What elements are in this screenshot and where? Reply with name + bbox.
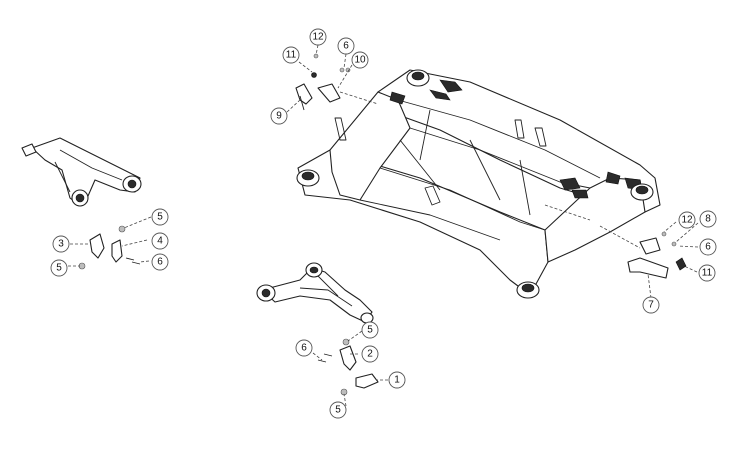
callout-5-mid-bottom: 5 xyxy=(329,401,347,419)
upper-control-arm-left xyxy=(21,137,142,207)
callout-8: 8 xyxy=(699,210,717,228)
callout-6-mid-label: 6 xyxy=(301,343,307,354)
callout-6-top: 6 xyxy=(337,37,355,55)
callout-5-left-top: 5 xyxy=(151,208,169,226)
callout-5-left-bottom: 5 xyxy=(50,259,68,277)
callout-6-right: 6 xyxy=(699,238,717,256)
rear-subframe xyxy=(296,69,661,299)
callout-5-mid-top: 5 xyxy=(361,321,379,339)
callout-7: 7 xyxy=(642,296,660,314)
callout-12-right-label: 12 xyxy=(681,215,693,226)
callout-12-top-label: 12 xyxy=(312,32,324,43)
callout-2: 2 xyxy=(361,345,379,363)
callout-5-left-bottom-label: 5 xyxy=(56,263,62,274)
callout-11-top-label: 11 xyxy=(286,50,297,61)
callout-1-label: 1 xyxy=(394,375,400,386)
callout-4: 4 xyxy=(151,232,169,250)
callout-12-top: 12 xyxy=(309,28,327,46)
callout-10-label: 10 xyxy=(354,55,366,66)
callout-9-label: 9 xyxy=(276,111,282,122)
callout-3: 3 xyxy=(52,235,70,253)
leader-lines xyxy=(68,44,699,407)
callout-10: 10 xyxy=(351,51,369,69)
callout-6-right-label: 6 xyxy=(705,242,711,253)
callout-11-right-label: 11 xyxy=(702,268,713,279)
callout-6-top-label: 6 xyxy=(343,41,349,52)
callout-2-label: 2 xyxy=(367,349,373,360)
callout-6-mid: 6 xyxy=(295,339,313,357)
callout-6-left-label: 6 xyxy=(157,257,163,268)
callout-6-left: 6 xyxy=(151,253,169,271)
sensor-bracket-left xyxy=(78,225,141,270)
callout-1: 1 xyxy=(388,371,406,389)
callout-5-mid-top-label: 5 xyxy=(367,325,373,336)
callout-5-mid-bottom-label: 5 xyxy=(335,405,341,416)
callout-3-label: 3 xyxy=(58,239,64,250)
callout-7-label: 7 xyxy=(648,300,654,311)
callout-8-label: 8 xyxy=(705,214,711,225)
height-sensor-right xyxy=(627,231,687,279)
callout-12-right: 12 xyxy=(678,211,696,229)
callout-4-label: 4 xyxy=(157,236,163,247)
callout-9: 9 xyxy=(270,107,288,125)
lower-control-arm-middle xyxy=(256,262,374,324)
callout-5-left-top-label: 5 xyxy=(157,212,163,223)
callout-11-right: 11 xyxy=(698,264,716,282)
height-sensor-top xyxy=(295,53,351,111)
callout-11-top: 11 xyxy=(282,46,300,64)
